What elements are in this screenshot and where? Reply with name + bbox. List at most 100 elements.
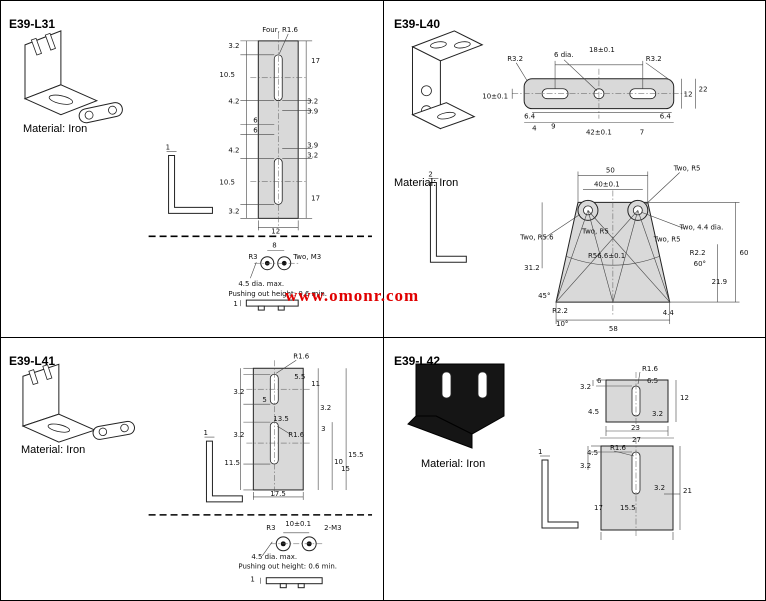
panel-e39-l41: E39-L41 Material: Iron [1,338,384,600]
dim-label: 10° [556,320,568,328]
dim-label: R1.6 [288,431,304,439]
dim-label: 6 [253,117,257,125]
dim-label: Pushing out height: 0.6 min. [228,290,327,298]
dim-label: 10.5 [219,71,235,79]
panel-title-l41: E39-L41 [9,353,56,368]
dim-label: 21 [683,487,692,495]
dim-label: 17 [311,57,320,65]
dim-label: R56.6±0.1 [588,252,625,260]
dim-label: 4.5 dia. max. [251,553,297,561]
dim-label: Two, R5 [673,164,701,172]
dim-label: 5.5 [294,373,305,381]
dim-label: 4 [532,125,537,133]
dim-label: 4.5 [588,408,599,416]
l31-bracket-isometric [23,30,99,116]
dim-label: R3.2 [646,55,662,63]
dim-label: 27 [632,436,641,444]
dim-label: 15 [341,465,350,473]
l40-bracket-isometric [411,30,484,130]
l41-front-view [240,360,347,500]
l31-stud-view [240,249,299,311]
panel-title-l42: E39-L42 [394,353,441,368]
dim-label: 17 [311,194,320,202]
dim-label: 10 [334,458,343,466]
dim-label: Two, R5.6 [519,233,553,241]
dim-label: 15.5 [620,504,636,512]
dim-label: 17 [594,504,603,512]
dim-label: 12 [680,394,689,402]
material-label-l41: Material: Iron [21,444,86,456]
panel-title-l40: E39-L40 [394,16,441,31]
dim-label: Two, 4.4 dia. [679,223,724,231]
material-label-l42: Material: Iron [421,458,486,470]
dim-label: 8 [272,241,276,249]
l31-link-piece [78,102,123,124]
dim-label: 23 [631,424,640,432]
l42-bracket-isometric [407,363,505,449]
dim-label: 1 [203,429,207,437]
dim-label: Two, M3 [292,253,321,261]
dim-label: R1.6 [293,352,309,360]
dim-label: 9 [551,123,555,131]
l31-dimension-lines [240,33,313,231]
dim-label: Pushing out height: 0.6 min. [238,563,337,571]
dim-label: R3 [266,524,275,532]
l40-fan-view [541,171,740,325]
dim-label: 17.5 [270,490,286,498]
dim-label: 2-M3 [324,524,341,532]
dim-label: 10±0.1 [285,520,311,528]
dim-label: 1 [250,576,254,584]
dim-label: R2.2 [690,249,706,257]
l41-drawing: R1.6 5.5 11 3.2 5 3.2 13.5 3.2 R1.6 3 11… [21,352,373,589]
dim-label: 3.2 [580,383,591,391]
l41-stud-view [260,532,323,589]
dim-label: 10±0.1 [482,93,508,101]
dim-label: 12 [684,91,693,99]
dim-label: 42±0.1 [586,129,612,137]
dim-label: 6.4 [524,113,536,121]
l41-bracket-isometric [21,363,97,443]
material-label-l31: Material: Iron [23,123,88,135]
dim-label: 50 [606,166,615,174]
dim-label: 4.2 [228,147,239,155]
l42-lower-view [587,438,681,540]
panel-e39-l31: E39-L31 Material: Iron [1,1,384,338]
dim-label: 6.4 [660,113,672,121]
dim-label: 3.2 [228,42,239,50]
dim-label: 45° [538,292,550,300]
dim-label: 3.9 [307,142,318,150]
dim-label: Four, R1.6 [262,26,298,34]
l42-drawing: R1.6 3.2 6 6.5 12 4.5 3.2 23 27 4.5 R1.6… [407,363,692,540]
l40-drawing: R3.2 6 dia. 18±0.1 R3.2 12 22 10±0.1 6.4… [411,30,749,333]
dim-label: 40±0.1 [594,180,620,188]
dim-label: R3.2 [507,55,523,63]
l31-drawing: Four, R1.6 3.2 10.5 4.2 6 6 4.2 10.5 3.2… [23,26,372,311]
dim-label: Two, R5 [581,227,609,235]
dim-label: 31.2 [524,264,540,272]
dim-label: 3.2 [233,431,244,439]
dim-label: 6 [253,127,257,135]
dim-label: R1.6 [610,444,627,452]
dim-label: R2.2 [552,307,568,315]
dim-label: 3.2 [307,152,318,160]
dim-label: Two, R5 [653,235,681,243]
l42-side-view [540,455,579,529]
dim-label: 3.2 [654,484,665,492]
dim-label: 60° [694,260,706,268]
dim-label: 3 [321,425,325,433]
dim-label: 60 [740,249,749,257]
dim-label: 22 [699,86,708,94]
panel-title-l31: E39-L31 [9,16,56,31]
dim-label: 13.5 [273,415,289,423]
dim-label: R3 [248,253,257,261]
dim-label: 6 [597,377,602,385]
watermark-text: www.omonr.com [285,286,420,305]
l42-upper-view [592,371,677,439]
dim-label: 1 [233,300,237,308]
dim-label: 4.5 [587,449,598,457]
dim-label: 5 [262,396,266,404]
panel-e39-l40: E39-L40 Material: Iron [384,1,765,338]
l40-side-view [428,178,467,263]
l40-top-view [511,59,696,123]
